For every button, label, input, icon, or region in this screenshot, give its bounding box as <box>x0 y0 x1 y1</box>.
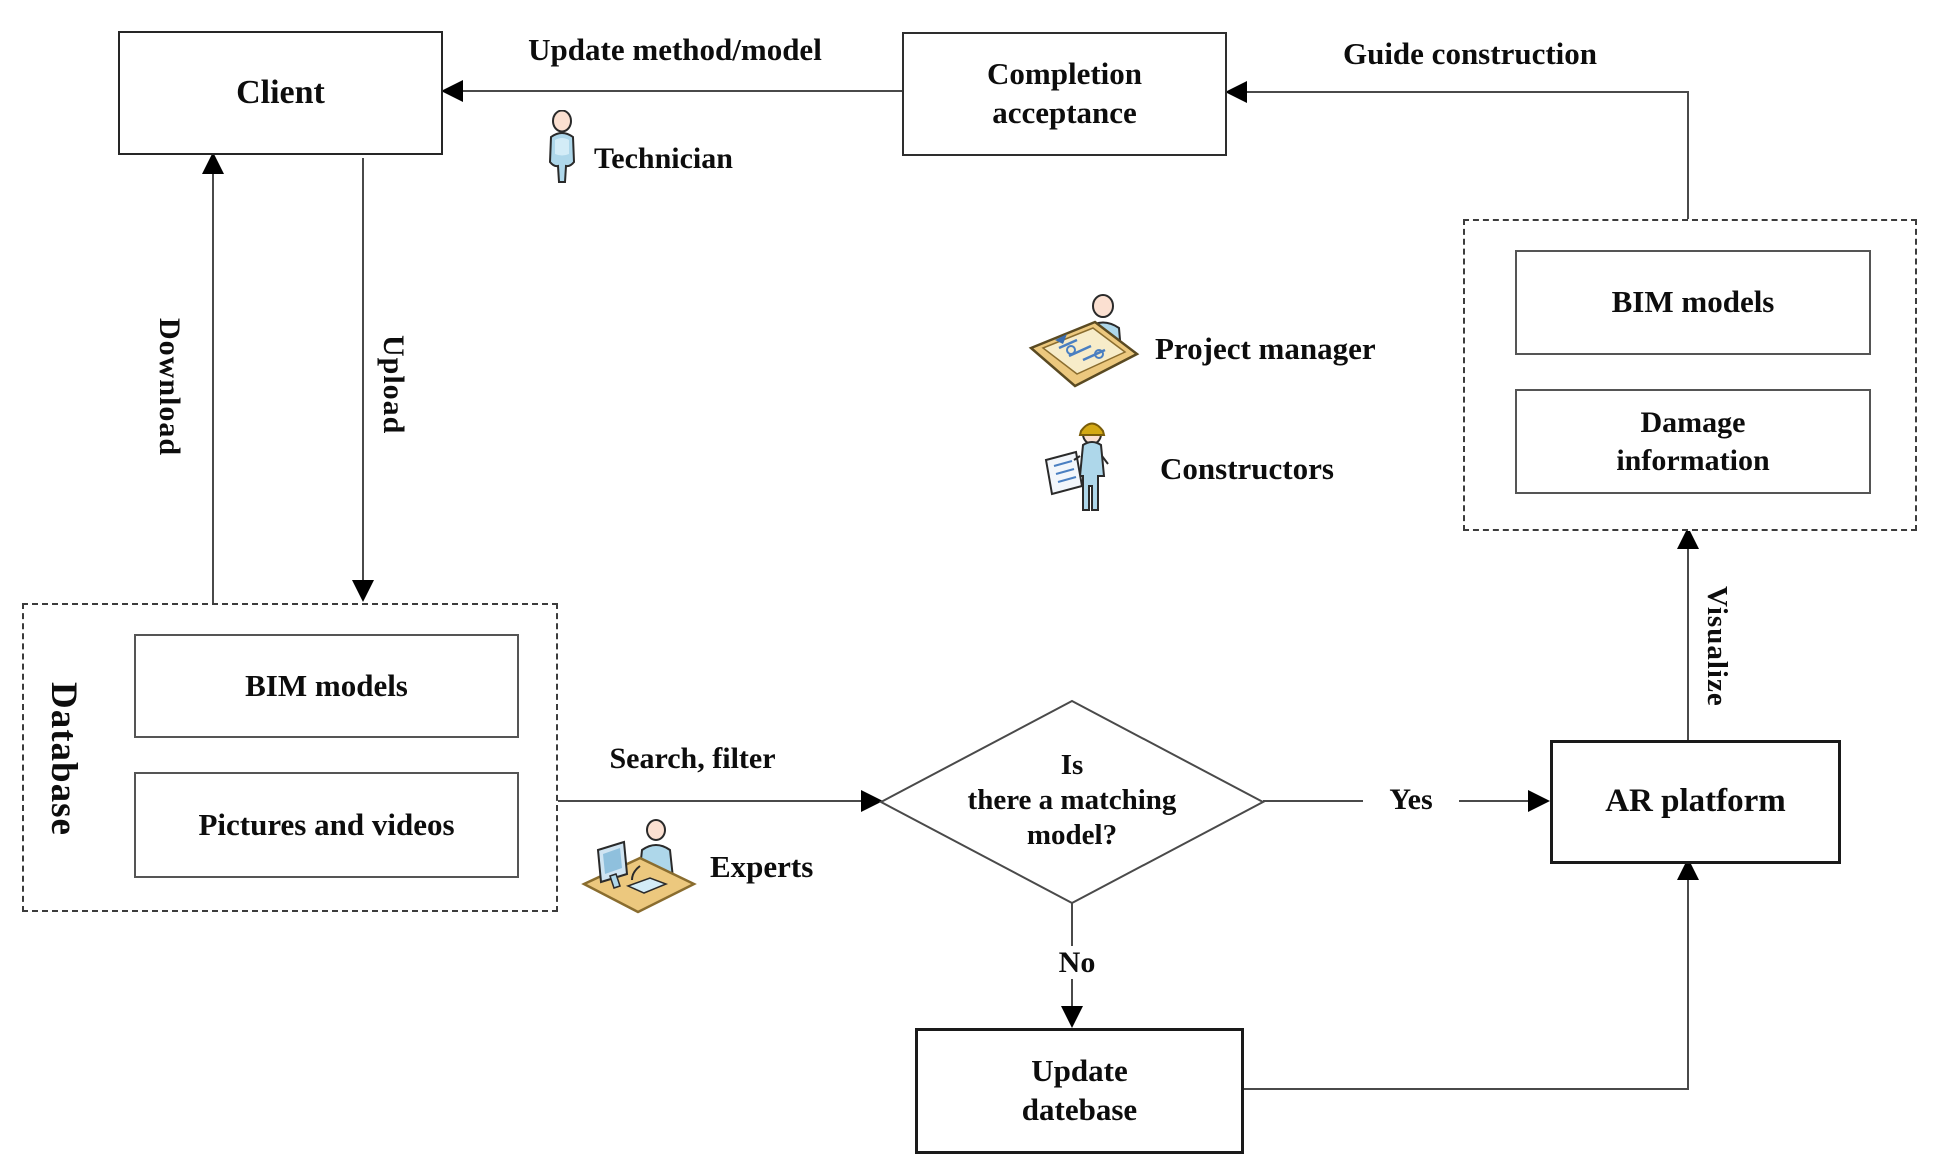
edge-update-to-ar-line-v <box>1687 880 1689 1090</box>
edge-upload-label: Upload <box>377 335 410 435</box>
person-icon <box>548 110 576 183</box>
actor-experts-label: Experts <box>710 849 814 884</box>
node-client: Client <box>118 31 443 155</box>
node-damage-information: Damage information <box>1515 389 1871 494</box>
edge-update-method-line <box>452 90 902 92</box>
node-completion-acceptance: Completion acceptance <box>902 32 1227 156</box>
actor-constructors-label: Constructors <box>1160 451 1334 486</box>
arrowhead-into-client-bottom <box>202 152 224 174</box>
edge-download-label: Download <box>153 317 186 457</box>
edge-visualize-line <box>1687 549 1689 740</box>
edge-update-to-ar-line-h <box>1238 1088 1689 1090</box>
decision-diamond-shape <box>878 699 1266 905</box>
edge-visualize-label: Visualize <box>1701 585 1733 707</box>
decision-label: Is there a matching model? <box>967 749 1177 851</box>
node-ar-platform: AR platform <box>1550 740 1841 864</box>
edge-guide-construction-line-h <box>1245 91 1688 93</box>
person-hardhat-blueprint-icon <box>1044 422 1109 511</box>
node-pictures-videos: Pictures and videos <box>134 772 519 878</box>
arrowhead-into-completion <box>1225 81 1247 103</box>
edge-yes-label: Yes <box>1363 783 1459 816</box>
edge-no-label: No <box>1033 946 1121 979</box>
arrowhead-into-update-database <box>1061 1006 1083 1028</box>
person-blueprint-table-icon <box>1028 294 1140 388</box>
actor-project-manager-label: Project manager <box>1155 331 1376 366</box>
edge-update-method-label: Update method/model <box>528 32 822 67</box>
arrowhead-into-decision <box>861 790 883 812</box>
edge-guide-construction-label: Guide construction <box>1342 36 1598 71</box>
edge-search-filter-label: Search, filter <box>609 742 776 775</box>
edge-upload-line <box>362 158 364 582</box>
database-group-label: Database <box>43 682 84 836</box>
arrowhead-into-client <box>441 80 463 102</box>
arrowhead-into-output-group <box>1677 527 1699 549</box>
arrowhead-into-database <box>352 580 374 602</box>
node-update-database: Update datebase <box>915 1028 1244 1154</box>
actor-technician-label: Technician <box>594 142 733 175</box>
person-computer-desk-icon <box>581 819 697 914</box>
arrowhead-into-ar-platform <box>1528 790 1550 812</box>
edge-search-filter-line <box>554 800 861 802</box>
edge-download-line <box>212 172 214 603</box>
database-group: Database BIM models Pictures and videos <box>22 603 558 912</box>
ar-output-group: BIM models Damage information <box>1463 219 1917 531</box>
edge-guide-construction-line-v <box>1687 91 1689 219</box>
node-bim-models-output: BIM models <box>1515 250 1871 355</box>
node-bim-models-db: BIM models <box>134 634 519 738</box>
